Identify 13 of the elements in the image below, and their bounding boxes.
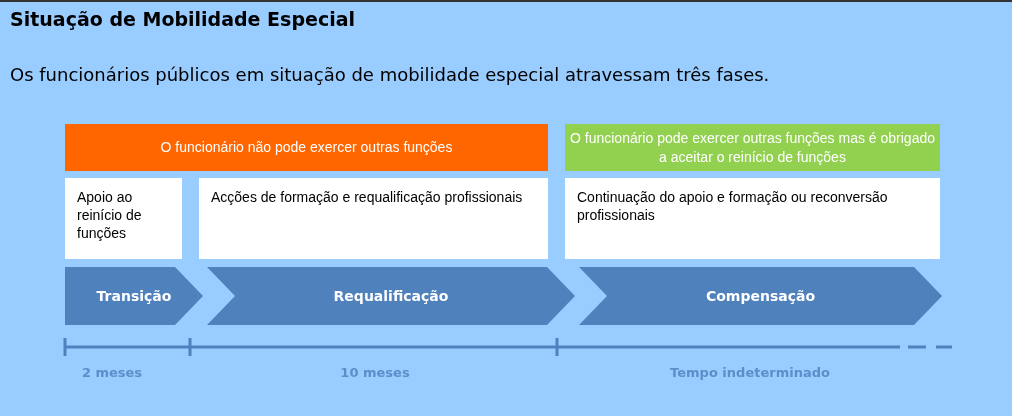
title: Situação de Mobilidade Especial: [10, 8, 355, 30]
duration-label: 2 meses: [80, 365, 144, 380]
phase-banner: Compensação: [579, 267, 942, 325]
phase-header-bar: O funcionário pode exercer outras funções mas é obrigado a aceitar o reinício de funções: [565, 124, 940, 171]
intro-text: Os funcionários públicos em situação de mobilidade especial atravessam três fases.: [10, 64, 770, 85]
phase-banner: Transição: [65, 267, 203, 325]
description-box: Acções de formação e requalificação profissionais: [199, 178, 548, 259]
duration-label: Tempo indeterminado: [669, 365, 831, 380]
duration-label: 10 meses: [339, 365, 411, 380]
description-box: Apoio ao reinício de funções: [65, 178, 182, 259]
phase-banner: Requalificação: [207, 267, 575, 325]
description-box: Continuação do apoio e formação ou reconversão profissionais: [565, 178, 940, 259]
phase-header-bar: O funcionário não pode exercer outras funções: [65, 124, 548, 171]
